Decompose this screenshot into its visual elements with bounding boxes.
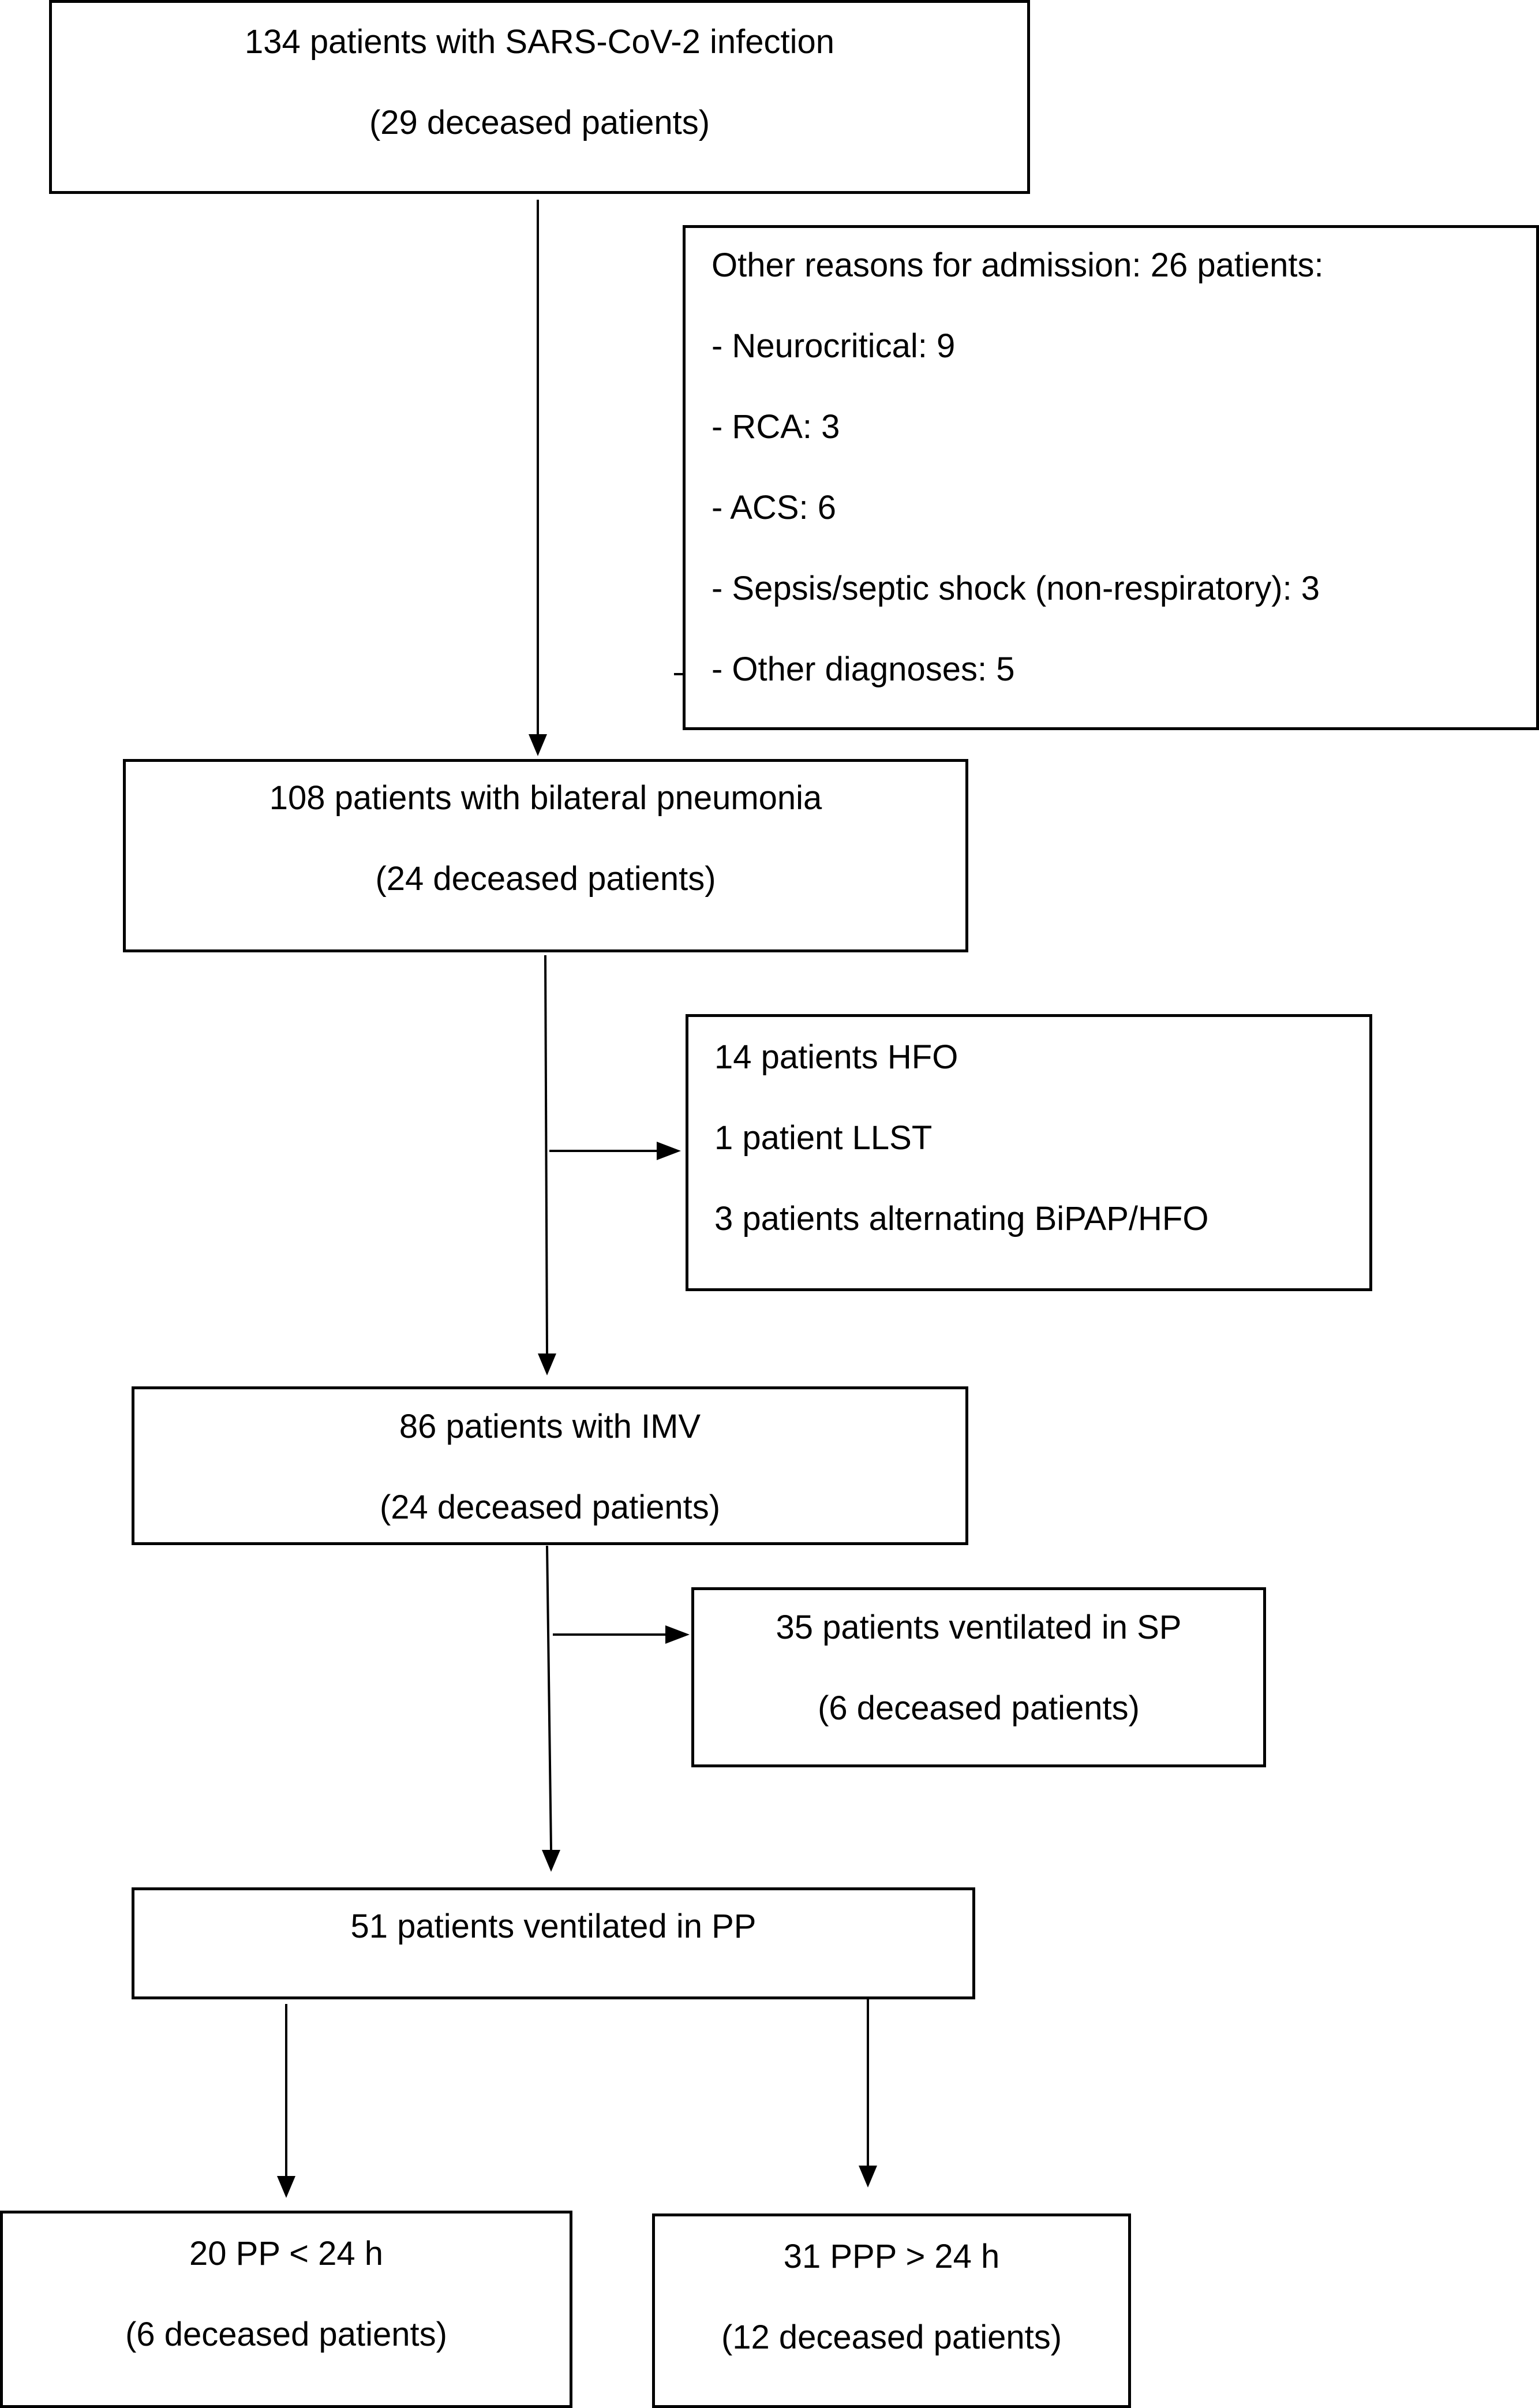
pneumonia-deceased-label: (24 deceased patients) xyxy=(375,860,716,898)
arrowhead-total-to-pneumonia xyxy=(529,734,547,756)
rca-count: - RCA: 3 xyxy=(712,408,840,446)
box-prone-position: 51 patients ventilated in PP xyxy=(132,1887,975,1999)
box-prone-over-24h: 31 PPP > 24 h (12 deceased patients) xyxy=(652,2213,1131,2408)
box-total-patients: 134 patients with SARS-CoV-2 infection (… xyxy=(49,0,1030,194)
imv-patients-label: 86 patients with IMV xyxy=(399,1408,701,1445)
box-other-admission-reasons: Other reasons for admission: 26 patients… xyxy=(683,225,1539,730)
arrowhead-pneumonia-to-imv xyxy=(538,1353,556,1375)
other-diagnoses-count: - Other diagnoses: 5 xyxy=(712,650,1015,688)
arrow-pneumonia-to-imv xyxy=(544,955,548,1354)
pp-short-deceased-label: (6 deceased patients) xyxy=(125,2316,447,2353)
pp-short-label: 20 PP < 24 h xyxy=(189,2235,383,2272)
arrowhead-prone-to-long xyxy=(859,2166,877,2188)
total-patients-label: 134 patients with SARS-CoV-2 infection xyxy=(245,23,834,61)
box-imv: 86 patients with IMV (24 deceased patien… xyxy=(132,1386,968,1545)
arrow-imv-to-prone xyxy=(546,1545,552,1850)
imv-deceased-label: (24 deceased patients) xyxy=(379,1489,721,1526)
box-non-invasive-support: 14 patients HFO 1 patient LLST 3 patient… xyxy=(686,1014,1372,1291)
acs-count: - ACS: 6 xyxy=(712,489,836,526)
pp-long-label: 31 PPP > 24 h xyxy=(783,2238,1000,2275)
arrowhead-prone-to-short xyxy=(277,2176,295,2198)
other-reasons-heading: Other reasons for admission: 26 patients… xyxy=(712,246,1324,284)
arrowhead-to-supine xyxy=(665,1625,690,1644)
llst-count: 1 patient LLST xyxy=(714,1119,933,1157)
neurocritical-count: - Neurocritical: 9 xyxy=(712,327,956,365)
bipap-hfo-count: 3 patients alternating BiPAP/HFO xyxy=(714,1200,1209,1237)
hfo-count: 14 patients HFO xyxy=(714,1038,958,1076)
sepsis-count: - Sepsis/septic shock (non-respiratory):… xyxy=(712,570,1320,607)
pp-long-deceased-label: (12 deceased patients) xyxy=(721,2319,1062,2356)
total-deceased-label: (29 deceased patients) xyxy=(369,104,710,141)
pneumonia-patients-label: 108 patients with bilateral pneumonia xyxy=(269,779,822,817)
arrowhead-to-non-invasive xyxy=(657,1142,681,1160)
prone-patients-label: 51 patients ventilated in PP xyxy=(350,1908,757,1945)
supine-deceased-label: (6 deceased patients) xyxy=(818,1689,1140,1727)
box-prone-under-24h: 20 PP < 24 h (6 deceased patients) xyxy=(0,2211,572,2408)
box-bilateral-pneumonia: 108 patients with bilateral pneumonia (2… xyxy=(123,759,968,952)
box-supine-position: 35 patients ventilated in SP (6 deceased… xyxy=(691,1587,1266,1767)
supine-patients-label: 35 patients ventilated in SP xyxy=(776,1609,1182,1646)
arrowhead-imv-to-prone xyxy=(542,1850,560,1872)
